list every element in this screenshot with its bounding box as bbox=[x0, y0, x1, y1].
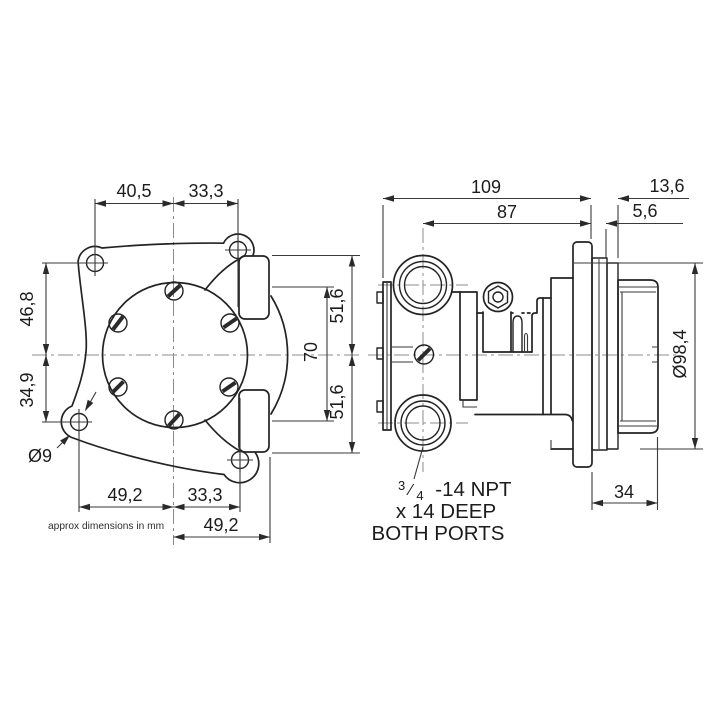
dim-front-top-left: 40,5 bbox=[116, 181, 151, 201]
front-extension-lines bbox=[42, 199, 360, 543]
front-centerlines bbox=[32, 197, 362, 545]
port-note-line1: 3 ⁄ 4 -14 NPT bbox=[398, 472, 512, 505]
casing-arc bbox=[270, 295, 289, 415]
cover-screws bbox=[108, 281, 240, 430]
spacer-discs bbox=[591, 257, 619, 451]
dim-front-left-lower: 34,9 bbox=[17, 372, 37, 407]
bottom-port-block bbox=[238, 389, 270, 453]
approx-note: approx dimensions in mm bbox=[48, 521, 164, 532]
dim-front-right-lower: 51,6 bbox=[327, 384, 347, 419]
bell-hub bbox=[550, 277, 574, 450]
flange-outline bbox=[60, 233, 260, 484]
dim-front-hole: Ø9 bbox=[28, 446, 52, 466]
side-dimension-lines bbox=[383, 195, 699, 507]
dim-side-overall-width: 109 bbox=[471, 177, 501, 197]
port-note-line3: BOTH PORTS bbox=[372, 522, 505, 545]
pump-body bbox=[391, 291, 478, 408]
casing-to-bottom-port-curve bbox=[204, 419, 241, 452]
casing-to-top-port-curve bbox=[204, 257, 241, 291]
pulley bbox=[617, 279, 659, 434]
top-port-block bbox=[238, 255, 270, 320]
port-flange-plate bbox=[376, 281, 392, 431]
hex-bolt bbox=[482, 281, 533, 353]
dim-side-body-width: 87 bbox=[497, 202, 517, 222]
dim-side-pulley-diameter: Ø98,4 bbox=[670, 329, 690, 378]
dim-side-offset-right: 13,6 bbox=[649, 176, 684, 196]
side-extension-lines bbox=[382, 205, 703, 510]
dim-front-right-upper: 51,6 bbox=[327, 288, 347, 323]
dim-front-bottom-right: 33,3 bbox=[187, 485, 222, 505]
neck-profile bbox=[474, 297, 574, 422]
bottom-port bbox=[394, 394, 452, 452]
dim-front-bottom-left: 49,2 bbox=[107, 485, 142, 505]
dim-front-bottom-overall: 49,2 bbox=[203, 515, 238, 535]
dim-front-top-right: 33,3 bbox=[188, 181, 223, 201]
front-dimension-lines bbox=[42, 200, 356, 541]
dim-side-hub-width: 34 bbox=[614, 482, 634, 502]
top-port bbox=[392, 254, 454, 316]
port-note-line2: x 14 DEEP bbox=[396, 500, 496, 523]
dim-side-spacer: 5,6 bbox=[632, 201, 657, 221]
port-thread-note: 3 ⁄ 4 -14 NPT x 14 DEEP BOTH PORTS bbox=[372, 472, 512, 545]
dim-front-left-upper: 46,8 bbox=[17, 291, 37, 326]
dim-front-right-mid: 70 bbox=[301, 342, 321, 362]
side-view: 109 13,6 87 5,6 Ø98,4 34 3 ⁄ 4 -14 NPT x… bbox=[368, 176, 703, 545]
front-view: 40,5 33,3 46,8 34,9 51,6 70 51,6 Ø9 49,2… bbox=[17, 181, 362, 545]
